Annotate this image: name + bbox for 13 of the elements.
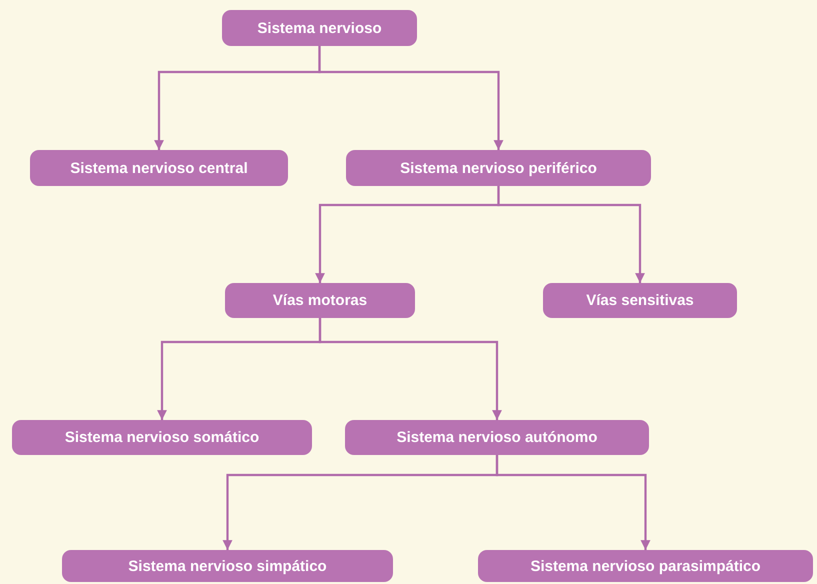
category-box: Sistema nervioso simpático — [62, 550, 393, 582]
category-box: Vías sensitivas — [543, 283, 737, 318]
category-box: Sistema nervioso central — [30, 150, 288, 186]
category-box: Sistema nervioso autónomo — [345, 420, 649, 455]
category-box: Sistema nervioso — [222, 10, 417, 46]
category-box: Sistema nervioso somático — [12, 420, 312, 455]
arrow — [497, 186, 645, 283]
category-box: Vías motoras — [225, 283, 415, 318]
arrow — [496, 455, 650, 550]
arrow — [318, 46, 504, 150]
arrow — [318, 318, 502, 420]
category-box: Sistema nervioso parasimpático — [478, 550, 813, 582]
category-box: Sistema nervioso periférico — [346, 150, 651, 186]
